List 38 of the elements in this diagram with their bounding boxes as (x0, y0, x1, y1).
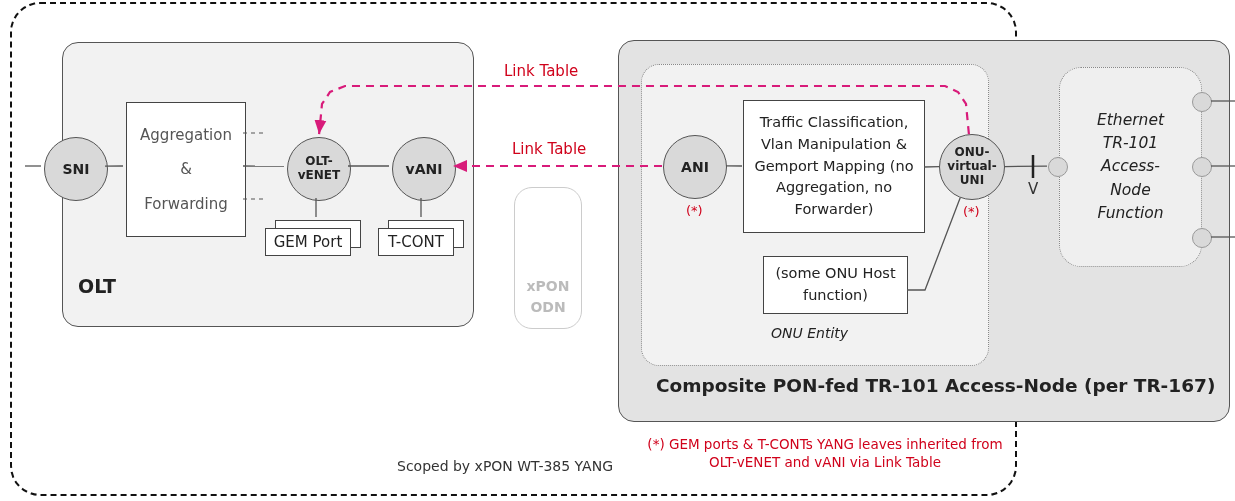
connector-line (315, 197, 317, 218)
connector-line (1210, 100, 1235, 102)
dashed-line (242, 198, 265, 200)
connector-line (347, 165, 390, 167)
connector-line (906, 197, 961, 291)
footnote-mark: (*) (686, 203, 703, 218)
port-circle (1048, 157, 1068, 177)
panel-title: OLT (78, 275, 117, 297)
port-circle (1192, 157, 1212, 177)
dashed-arrow (453, 160, 662, 172)
interface-circle: ANI (663, 135, 727, 199)
connector-line (104, 165, 124, 167)
function-panel: Ethernet TR-101 Access-Node Function (1059, 67, 1202, 267)
connector-line (1210, 236, 1235, 238)
interface-circle: SNI (44, 137, 108, 201)
function-box: (some ONU Host function) (763, 256, 908, 314)
panel-title: Composite PON-fed TR-101 Access-Node (per TR-167) (656, 375, 1216, 396)
connector-line (1004, 165, 1048, 168)
connector-line (1210, 165, 1235, 167)
interface-circle: vANI (392, 137, 456, 201)
dashed-arrow (314, 84, 970, 135)
connector-line (24, 165, 42, 167)
port-circle (1192, 228, 1212, 248)
panel-caption: ONU Entity (771, 325, 849, 341)
port-circle (1192, 92, 1212, 112)
scope-note: Scoped by xPON WT-385 YANG (397, 458, 613, 474)
connector-line (242, 165, 285, 167)
function-box: Aggregation & Forwarding (126, 102, 246, 237)
interface-label: V (1028, 180, 1039, 198)
dashed-line (242, 132, 265, 134)
connector-line (725, 165, 743, 167)
connector-line (420, 197, 422, 218)
footnote-mark: (*) (963, 204, 980, 219)
connector-line (923, 165, 940, 168)
function-box: Traffic Classification, Vlan Manipulation & Gemport Mapping (no Aggregation, no Forwarder) (743, 100, 925, 233)
footnote-text: (*) GEM ports & T-CONTs YANG leaves inherited from OLT-vENET and vANI via Link Table (646, 435, 1004, 472)
interface-circle: OLT-vENET (287, 137, 351, 201)
odn-column: xPON ODN (514, 187, 582, 329)
